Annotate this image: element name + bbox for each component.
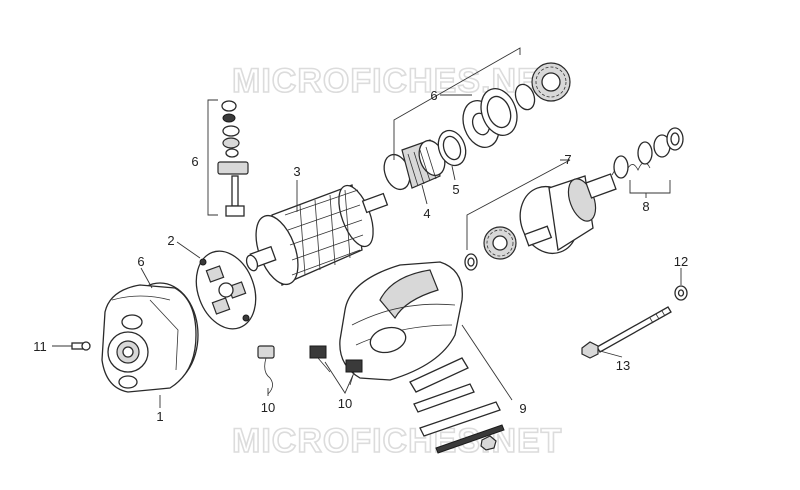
leader-9 bbox=[461, 324, 513, 401]
callout-10-single: 10 bbox=[261, 400, 275, 415]
washer-12 bbox=[674, 285, 688, 301]
callout-8: 8 bbox=[642, 199, 649, 214]
callout-5: 5 bbox=[452, 182, 459, 197]
bracket-7 bbox=[466, 159, 571, 250]
callout-13: 13 bbox=[616, 358, 630, 373]
screw-11 bbox=[71, 341, 91, 351]
bracket-8 bbox=[629, 180, 671, 194]
leader-10-pair bbox=[324, 361, 354, 394]
brush-pair bbox=[309, 345, 363, 386]
leader-2 bbox=[176, 241, 201, 259]
end-cover-housing bbox=[101, 282, 199, 393]
callout-6-top: 6 bbox=[430, 88, 437, 103]
needle-bearing bbox=[383, 139, 446, 191]
leader-5 bbox=[451, 165, 456, 181]
callout-9: 9 bbox=[519, 401, 526, 416]
brush-plate bbox=[195, 250, 257, 330]
callout-6-cover: 6 bbox=[137, 254, 144, 269]
callout-3: 3 bbox=[293, 164, 300, 179]
armature bbox=[245, 184, 389, 286]
bracket-6-left bbox=[207, 99, 218, 216]
watermark-top: MICROFICHES.NET bbox=[232, 62, 562, 100]
stator-field-housing bbox=[339, 261, 505, 454]
leader-6-cover bbox=[140, 267, 153, 289]
leader-13 bbox=[599, 350, 623, 358]
callout-11: 11 bbox=[33, 339, 47, 354]
spring-and-rings bbox=[611, 127, 684, 179]
long-bolt bbox=[581, 306, 672, 359]
callout-2: 2 bbox=[167, 233, 174, 248]
bracket-6-top bbox=[393, 47, 521, 160]
callout-12: 12 bbox=[674, 254, 688, 269]
callout-6-left: 6 bbox=[191, 154, 198, 169]
small-bolt bbox=[480, 435, 497, 451]
washer-5 bbox=[437, 129, 467, 167]
callout-7: 7 bbox=[564, 152, 571, 167]
callout-10-pair: 10 bbox=[338, 396, 352, 411]
callout-4: 4 bbox=[423, 206, 430, 221]
leader-4 bbox=[421, 184, 428, 205]
terminal-fastener-stack bbox=[217, 100, 249, 217]
watermark-bottom: MICROFICHES.NET bbox=[232, 422, 562, 460]
upper-washer-stack bbox=[462, 62, 571, 148]
drive-clutch-assembly bbox=[464, 173, 617, 271]
brush-single bbox=[257, 345, 275, 395]
callout-1: 1 bbox=[156, 409, 163, 424]
